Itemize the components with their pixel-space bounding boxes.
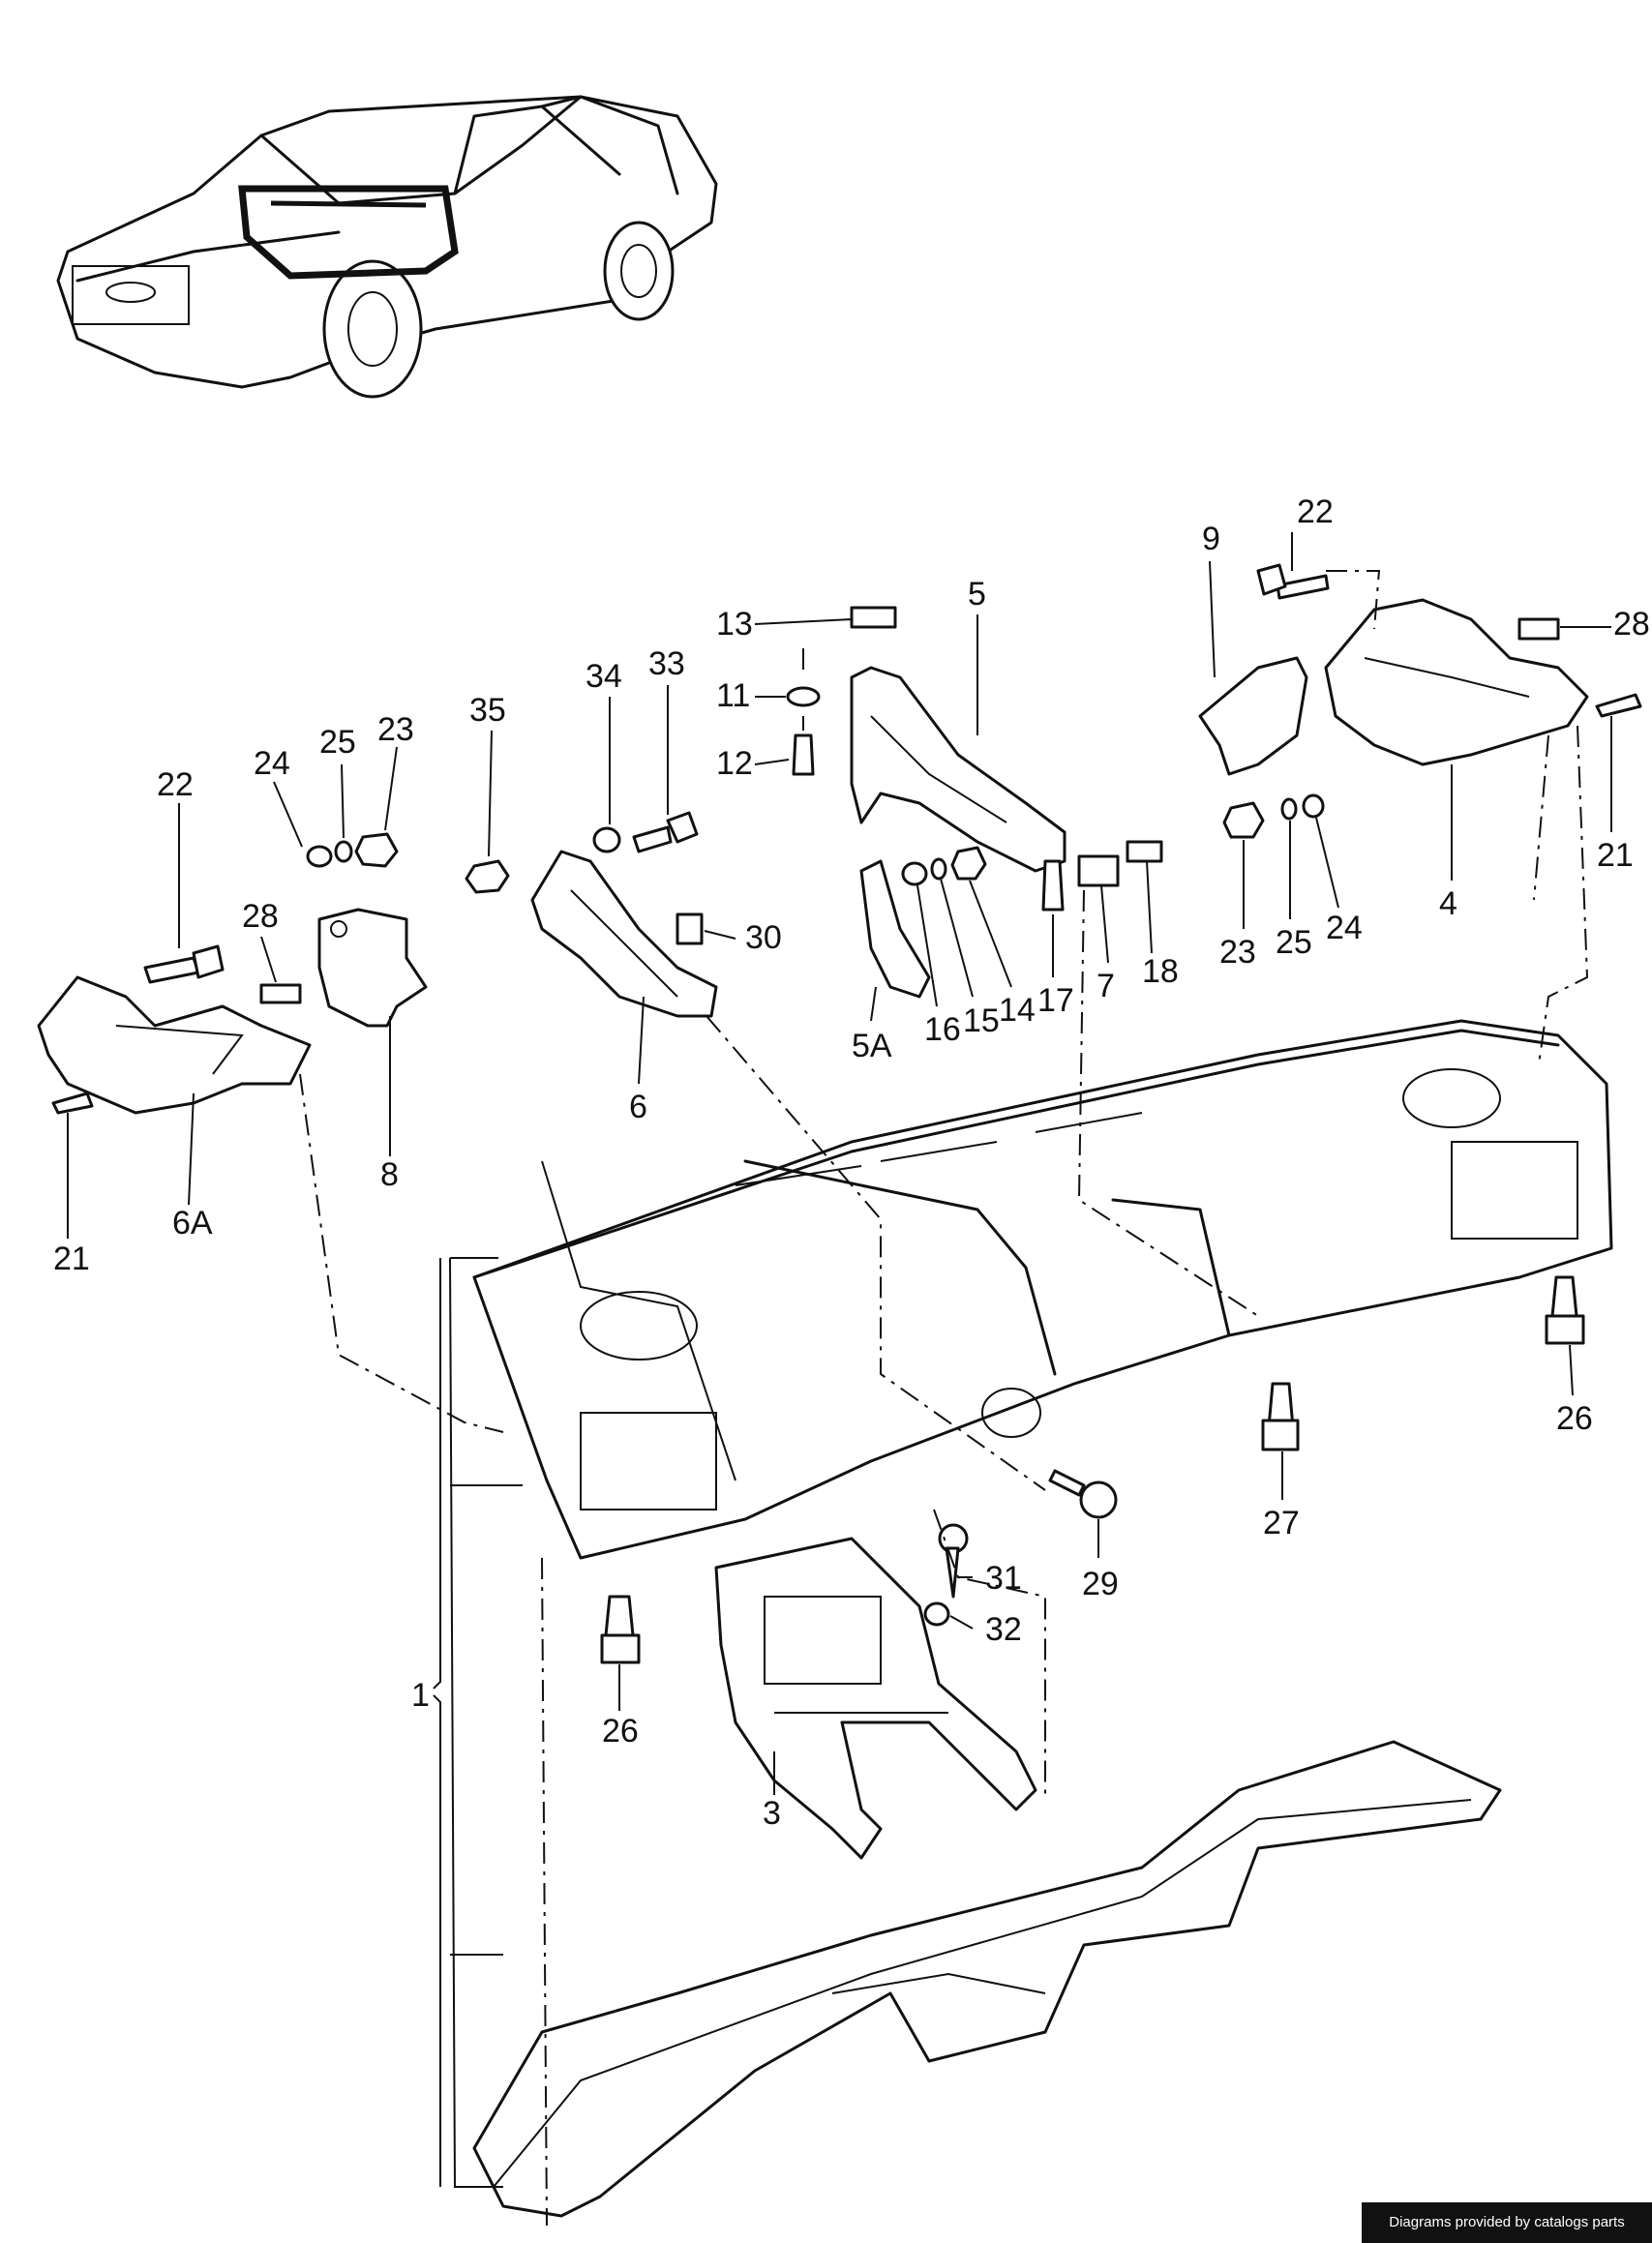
callout-30: 30 [745,919,782,956]
bracket-6 [530,850,718,1018]
callout-26-left: 26 [602,1713,639,1750]
callout-26-right: 26 [1556,1400,1593,1437]
callout-5: 5 [968,576,986,613]
callout-11: 11 [716,677,750,714]
callout-labels: 1 3 4 5 5A 6 6A 7 8 9 11 12 13 14 15 16 … [53,493,1650,1832]
callout-27: 27 [1263,1505,1300,1541]
bracket-6a [37,975,312,1115]
callout-5a: 5A [852,1028,892,1064]
callout-25-right: 25 [1276,924,1312,961]
car-illustration [56,95,718,399]
callout-23-left: 23 [377,711,414,748]
bracket-9-and-4 [1198,598,1589,776]
callout-31: 31 [985,1560,1022,1597]
center-frame [714,1537,1037,1860]
callout-12: 12 [716,745,753,782]
bracket-8 [317,908,428,1028]
callout-24-right: 24 [1326,910,1363,946]
callout-14: 14 [999,992,1036,1029]
dashboard-panel [472,1019,1613,1560]
callout-8: 8 [380,1156,399,1193]
callout-32: 32 [985,1611,1022,1648]
bracket-5a [859,859,931,999]
callout-16: 16 [924,1011,961,1048]
callout-21-left: 21 [53,1241,90,1277]
callout-15: 15 [963,1002,1000,1039]
diagram-credit-badge: Diagrams provided by catalogs parts [1362,2202,1652,2243]
callout-6a: 6A [172,1205,213,1241]
callout-22-right: 22 [1297,493,1334,530]
callout-28-right: 28 [1613,606,1650,643]
callout-23-right: 23 [1219,934,1256,971]
callout-6: 6 [629,1089,647,1125]
callout-13: 13 [716,606,753,643]
callout-25-left: 25 [319,724,356,761]
callout-leaders [67,532,1612,2187]
lower-trim-panel [472,1740,1502,2218]
callout-1: 1 [411,1677,430,1714]
callout-35: 35 [469,692,506,729]
callout-34: 34 [586,658,622,695]
callout-24-left: 24 [254,745,290,782]
callout-4: 4 [1439,885,1457,922]
leader-lines [299,570,1589,2227]
callout-28-left: 28 [242,898,279,935]
callout-7: 7 [1096,968,1115,1004]
callout-33: 33 [648,645,685,682]
hardware [51,563,1642,1664]
callout-22-left: 22 [157,766,194,803]
callout-29: 29 [1082,1566,1119,1602]
callout-17: 17 [1037,982,1074,1019]
callout-3: 3 [763,1795,781,1832]
callout-21-right: 21 [1597,837,1634,874]
bracket-5 [850,666,1066,873]
callout-18: 18 [1142,953,1179,990]
callout-9: 9 [1202,521,1220,557]
